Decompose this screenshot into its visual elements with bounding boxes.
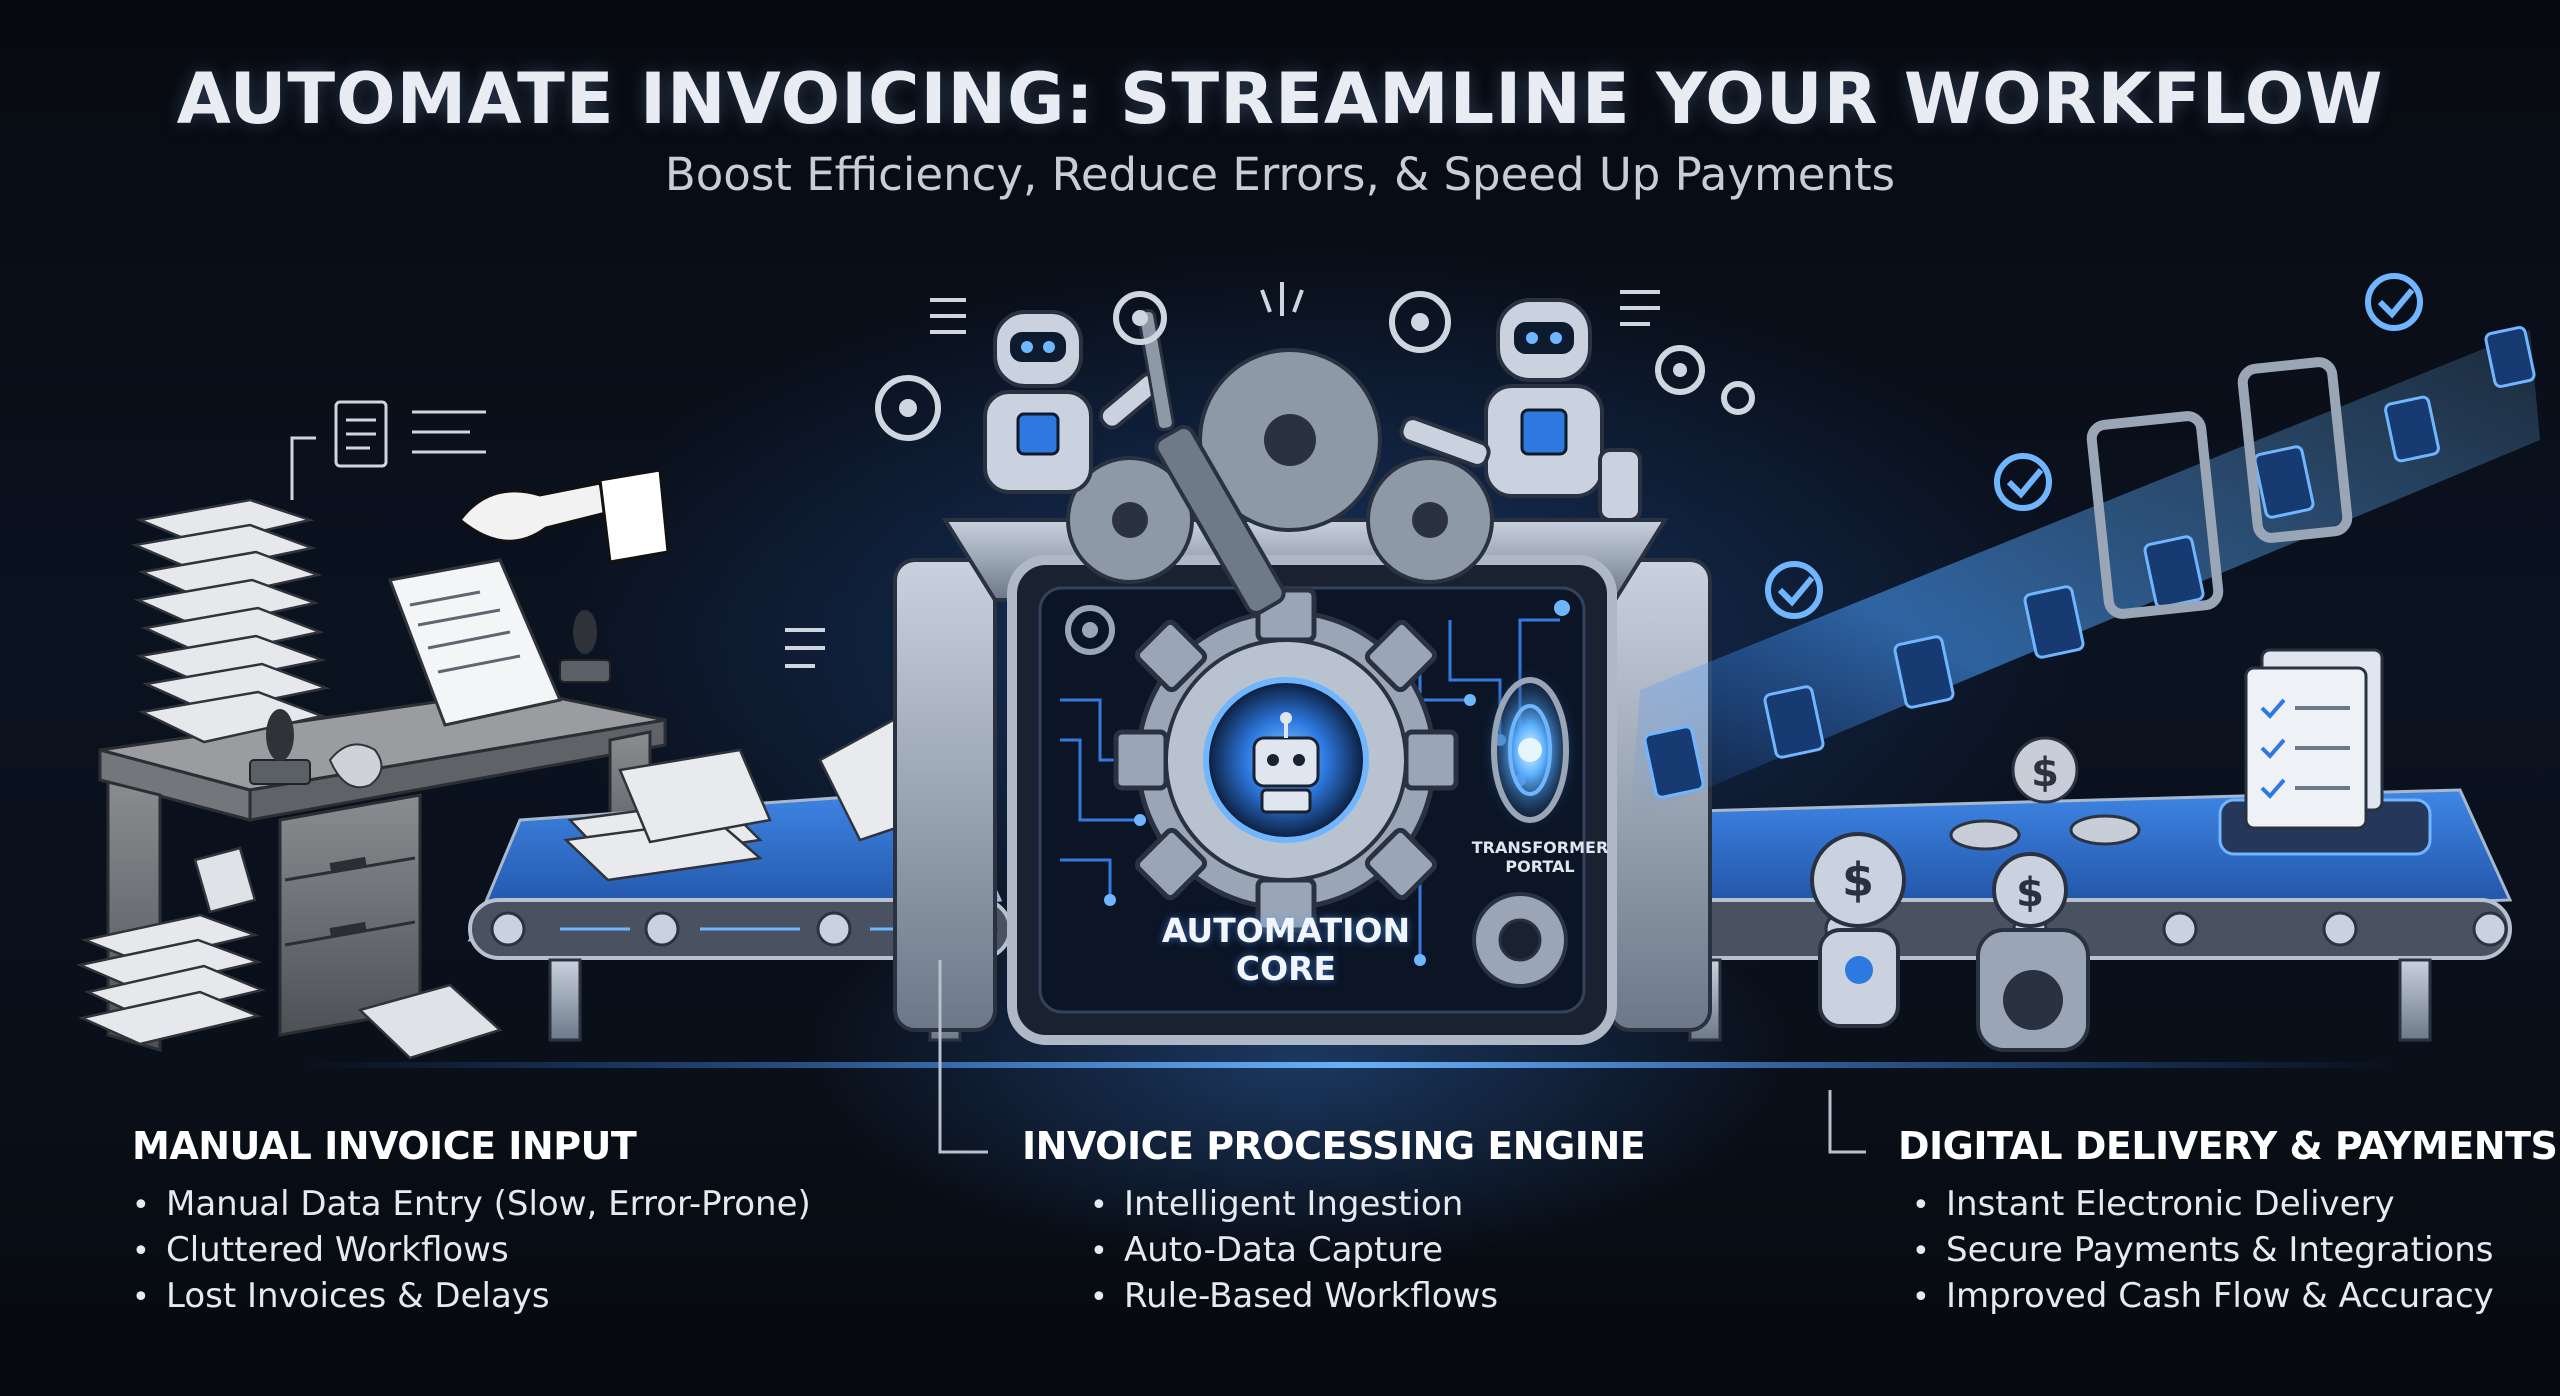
bullet-icon: • xyxy=(1912,1234,1930,1269)
manual-desk-illustration xyxy=(75,400,670,1060)
digital-document-icons xyxy=(1643,326,2536,799)
transformer-portal-icon xyxy=(1480,666,1580,834)
page-title: AUTOMATE INVOICING: STREAMLINE YOUR WORK… xyxy=(176,58,2384,140)
payment-robot-icon xyxy=(1810,832,2090,1052)
completed-invoices-icon xyxy=(2218,648,2432,856)
list-item: •Secure Payments & Integrations xyxy=(1912,1228,2557,1274)
bullet-icon: • xyxy=(132,1280,150,1315)
list-item: •Improved Cash Flow & Accuracy xyxy=(1912,1274,2557,1320)
check-circle-icon xyxy=(1765,273,2423,619)
list-item: •Manual Data Entry (Slow, Error-Prone) xyxy=(132,1182,811,1228)
automation-machine xyxy=(893,348,1712,1045)
bullet-icon: • xyxy=(1090,1234,1108,1269)
section-title: DIGITAL DELIVERY & PAYMENTS xyxy=(1898,1124,2558,1168)
list-item: •Rule-Based Workflows xyxy=(1090,1274,1645,1320)
bullet-icon: • xyxy=(1912,1188,1930,1223)
list-item: •Cluttered Workflows xyxy=(132,1228,811,1274)
list-item: •Intelligent Ingestion xyxy=(1090,1182,1645,1228)
section-manual-invoice-input: MANUAL INVOICE INPUT •Manual Data Entry … xyxy=(132,1124,811,1320)
section-invoice-processing-engine: INVOICE PROCESSING ENGINE •Intelligent I… xyxy=(1022,1124,1646,1320)
bullet-icon: • xyxy=(132,1234,150,1269)
delivery-frame-gates xyxy=(2086,357,2353,619)
automation-core-gear-icon xyxy=(1113,587,1459,933)
page-subtitle: Boost Efficiency, Reduce Errors, & Speed… xyxy=(664,148,1896,201)
bullet-icon: • xyxy=(132,1188,150,1223)
transformer-portal-label: TRANSFORMER PORTAL xyxy=(1471,838,1609,876)
floor-glow-line xyxy=(300,1062,2400,1068)
section-digital-delivery-payments: DIGITAL DELIVERY & PAYMENTS •Instant Ele… xyxy=(1898,1124,2558,1320)
small-gear-icon xyxy=(1472,892,1568,988)
bullet-list: •Manual Data Entry (Slow, Error-Prone) •… xyxy=(132,1182,811,1320)
section-title: INVOICE PROCESSING ENGINE xyxy=(1022,1124,1646,1168)
panel-gear-icon xyxy=(1065,605,1115,655)
automation-core-label: AUTOMATION CORE xyxy=(1161,911,1411,988)
robot-right-icon xyxy=(1399,298,1642,522)
list-item: •Instant Electronic Delivery xyxy=(1912,1182,2557,1228)
floating-gear-icons xyxy=(875,291,1755,441)
dollar-coin-icon: $ xyxy=(2016,870,2044,916)
bullet-icon: • xyxy=(1090,1280,1108,1315)
dollar-coin-icon: $ xyxy=(2031,750,2059,796)
bullet-list: •Intelligent Ingestion •Auto-Data Captur… xyxy=(1022,1182,1645,1320)
section-title: MANUAL INVOICE INPUT xyxy=(132,1124,637,1168)
document-icon xyxy=(334,400,388,468)
list-item: •Lost Invoices & Delays xyxy=(132,1274,811,1320)
digital-delivery-beam xyxy=(1630,330,2540,820)
list-icon xyxy=(785,290,1660,668)
bullet-icon: • xyxy=(1090,1188,1108,1223)
section-connectors xyxy=(938,960,1866,1154)
bullet-icon: • xyxy=(1912,1280,1930,1315)
bullet-list: •Instant Electronic Delivery •Secure Pay… xyxy=(1898,1182,2557,1320)
list-item: •Auto-Data Capture xyxy=(1090,1228,1645,1274)
dollar-coin-icon: $ xyxy=(1842,853,1874,907)
